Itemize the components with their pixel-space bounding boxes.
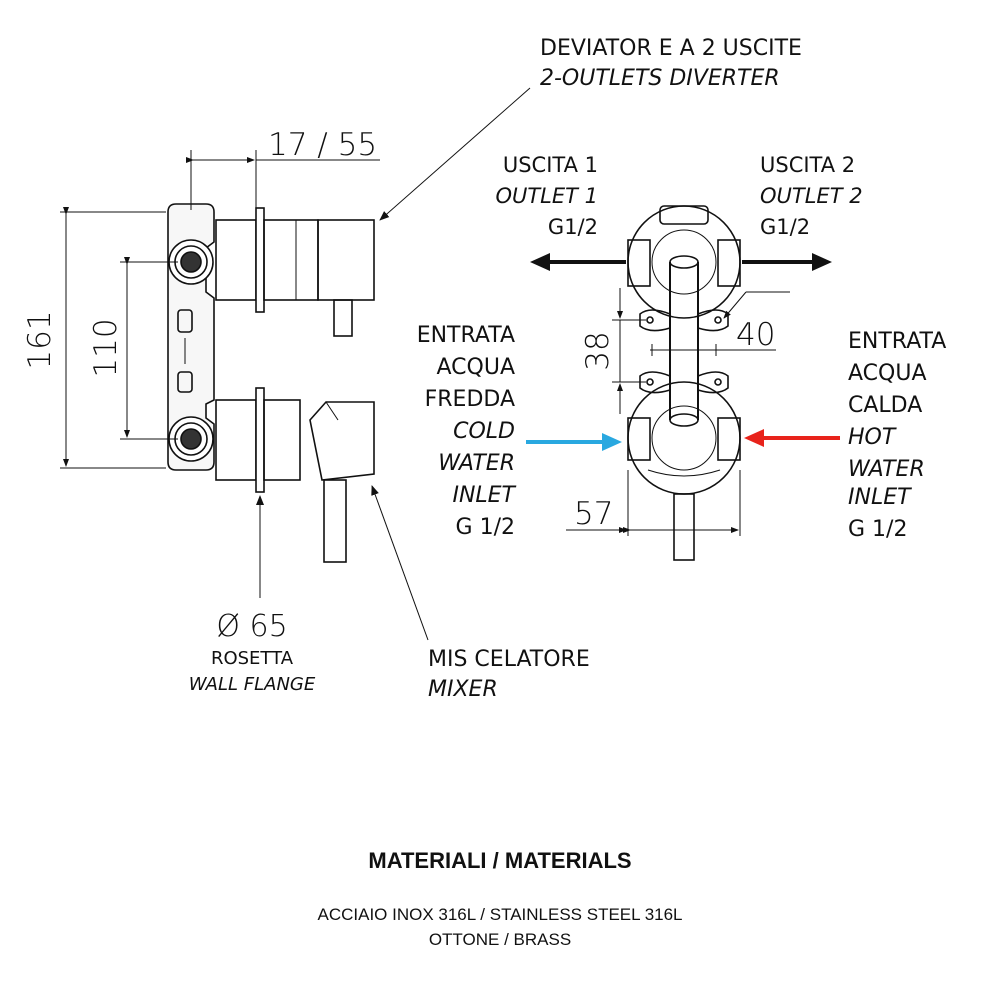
outlet-port-2 [717,239,741,287]
outlet-port-1 [627,239,651,287]
side-view [167,203,375,563]
hot-inlet-label: ENTRATA ACQUA CALDA HOT WATER INLET G 1/… [848,329,946,542]
diverter-lever [333,299,353,337]
mounting-lug [639,309,671,332]
diverter-cartridge [263,219,319,301]
svg-text:G 1/2: G 1/2 [848,517,907,542]
svg-text:CALDA: CALDA [848,393,922,418]
dim-top-width: 17 / 55 [268,127,377,163]
materials-line-2: OTTONE / BRASS [428,930,572,949]
outlet2-it: USCITA 2 [760,153,855,177]
mixer-cartridge [263,399,301,481]
center-pipe [669,262,699,420]
upper-rosette [627,205,741,319]
svg-text:WATER: WATER [438,451,515,476]
diverter-label-it: DEVIATOR E A 2 USCITE [540,36,802,61]
svg-text:ACQUA: ACQUA [848,361,927,386]
svg-text:WATER: WATER [848,457,925,482]
flow-arrows [526,253,840,451]
diverter-flange [255,207,265,313]
mixer-handle [309,401,375,481]
hot-port [717,417,741,461]
front-view [627,205,741,561]
cold-inlet-label: ENTRATA ACQUA FREDDA COLD WATER INLET G … [417,323,517,540]
mixer-flange [255,387,265,493]
diverter-label-en: 2-OUTLETS DIVERTER [540,66,780,91]
front-dimensions [566,288,790,536]
svg-text:INLET: INLET [848,485,912,510]
side-dimensions [60,87,531,641]
svg-text:INLET: INLET [452,483,516,508]
svg-text:G 1/2: G 1/2 [456,515,515,540]
outlet1-en: OUTLET 1 [495,184,598,208]
materials-title: MATERIALI / MATERIALS [368,848,632,873]
svg-text:HOT: HOT [848,425,897,450]
mixer-label-en: MIXER [428,677,498,702]
diverter-handle [317,219,375,301]
svg-text:ACQUA: ACQUA [437,355,516,380]
mixer-lever [323,479,347,563]
mixer-sleeve [215,399,257,481]
mixer-label-it: MIS CELATORE [428,647,590,672]
outlet2-en: OUTLET 2 [760,184,863,208]
flange-label-en: WALL FLANGE [189,674,316,695]
lower-rosette [627,381,741,495]
cold-port [627,417,651,461]
dim-width-side: 57 [574,496,613,532]
materials-line-1: ACCIAIO INOX 316L / STAINLESS STEEL 316L [317,905,683,924]
outlet2-size: G1/2 [760,215,810,239]
dim-height-inner: 110 [88,318,124,377]
dim-center-spacing: 38 [580,331,616,370]
dim-outlet-spacing: 40 [736,317,775,353]
front-mixer-lever [673,493,695,561]
flange-diameter: Ø 65 [216,609,287,644]
outlet1-it: USCITA 1 [503,153,598,177]
dim-height-total: 161 [22,310,58,369]
svg-text:FREDDA: FREDDA [425,387,515,412]
outlet1-size: G1/2 [548,215,598,239]
diverter-sleeve [215,219,257,301]
svg-text:COLD: COLD [453,419,515,444]
svg-text:ENTRATA: ENTRATA [848,329,946,354]
svg-text:ENTRATA: ENTRATA [417,323,515,348]
flange-label-it: ROSETTA [211,648,294,669]
